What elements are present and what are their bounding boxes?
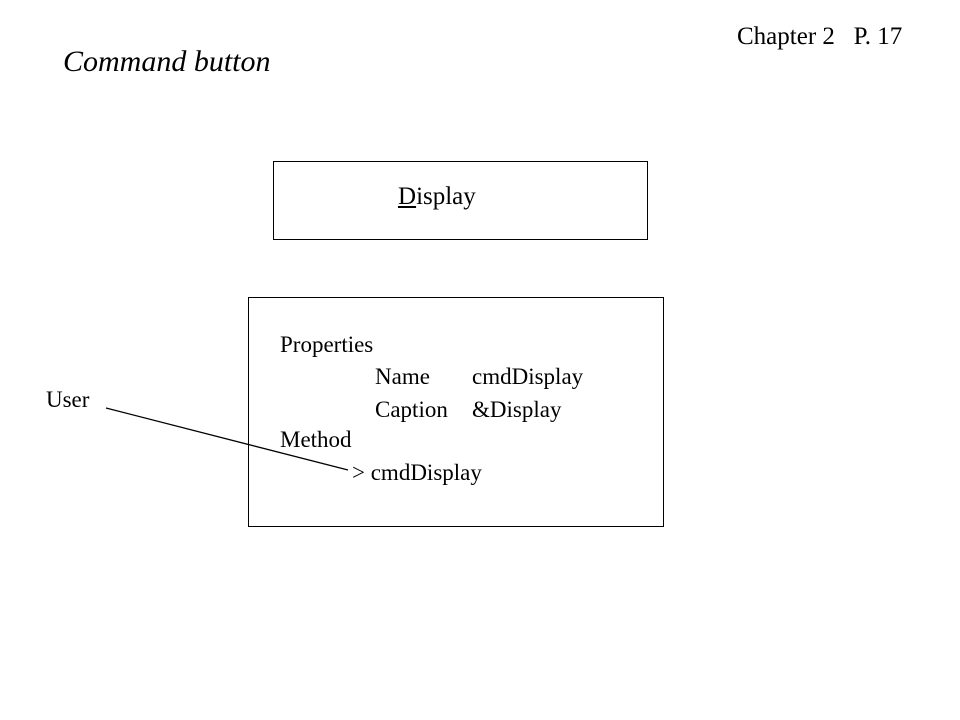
caption-rest: isplay: [416, 183, 476, 210]
page-reference: Chapter 2 P. 17: [737, 23, 903, 50]
caption-property-key: Caption: [375, 397, 448, 422]
user-label: User: [46, 387, 90, 412]
access-key-letter: D: [398, 183, 417, 210]
caption-property-value: &Display: [472, 397, 562, 422]
name-property-key: Name: [375, 364, 430, 389]
slide-title: Command button: [63, 45, 271, 78]
display-command-button: Display: [273, 161, 648, 240]
button-caption: Display: [398, 183, 476, 211]
properties-heading: Properties: [280, 332, 374, 357]
method-target: > cmdDisplay: [352, 460, 482, 485]
button-object-box: Properties Name cmdDisplay Caption &Disp…: [248, 297, 664, 527]
user-to-method-line: [105, 407, 349, 471]
name-property-value: cmdDisplay: [472, 364, 584, 389]
method-heading: Method: [280, 427, 352, 452]
